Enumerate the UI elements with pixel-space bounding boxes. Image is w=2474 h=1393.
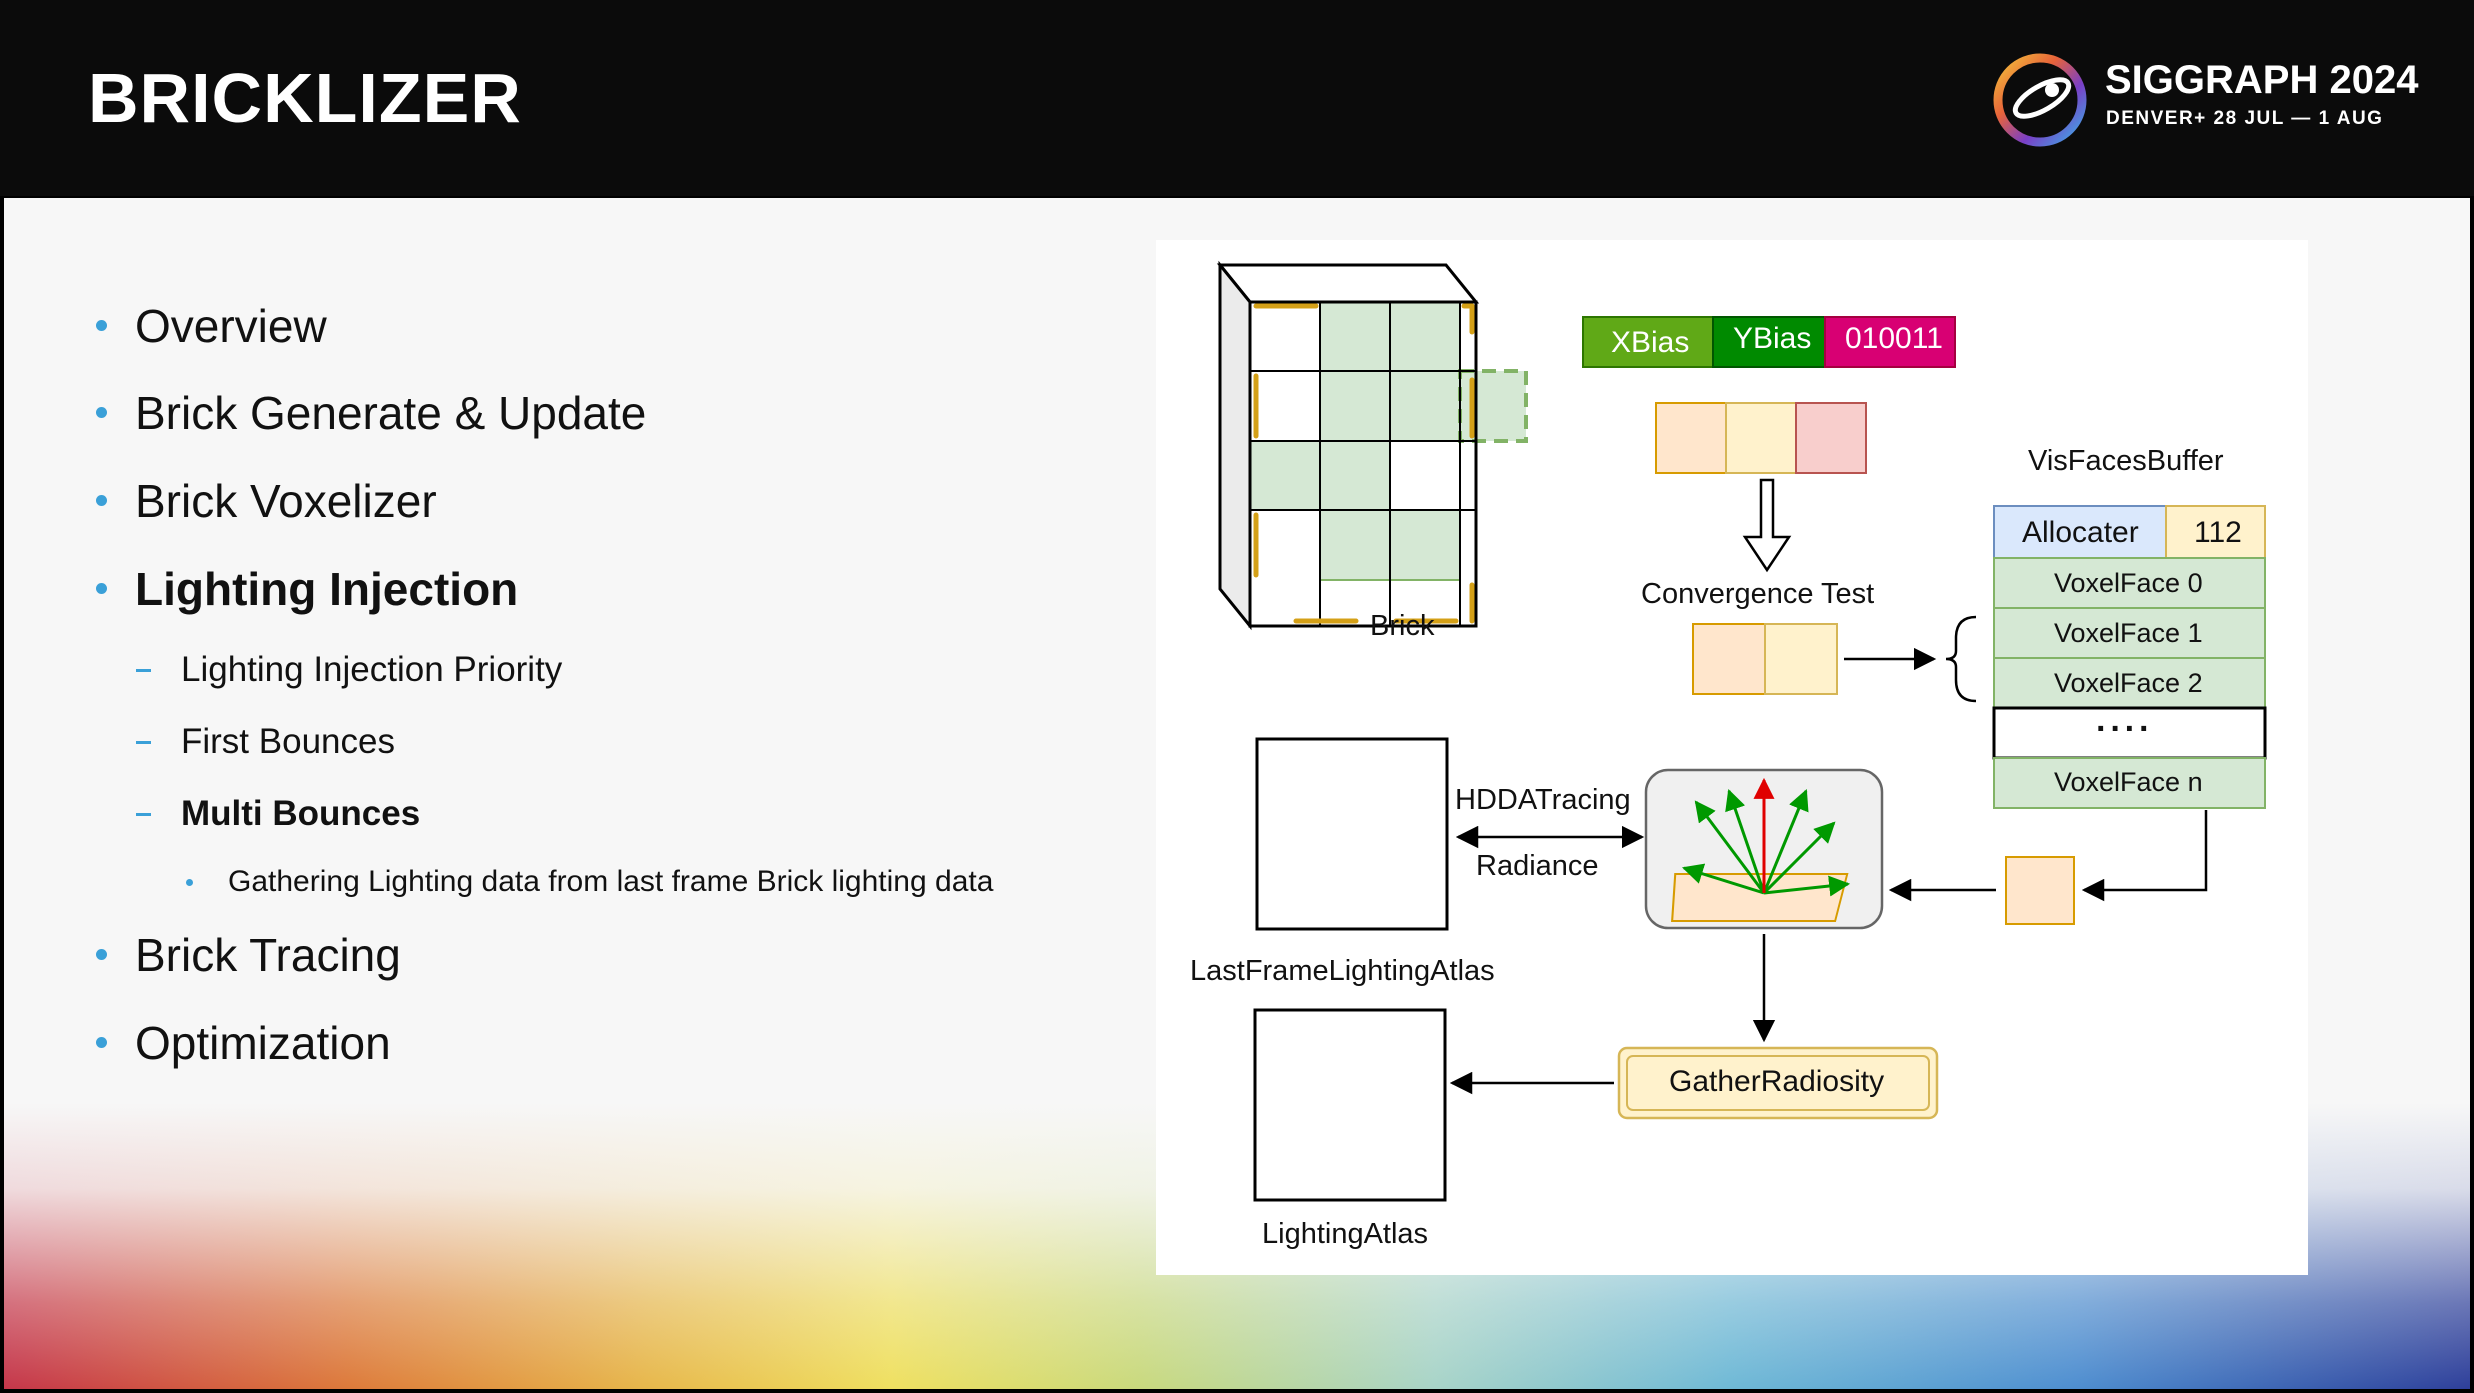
bullet-dot [96, 949, 107, 960]
bits-label: 010011 [1845, 322, 1943, 355]
bullet-optimization: Optimization [135, 1017, 391, 1069]
slide-body: Overview Brick Generate & Update Brick V… [4, 198, 2470, 1389]
sub-bullet-injection-priority: Lighting Injection Priority [181, 650, 563, 689]
vis-faces-buffer [1992, 505, 2267, 809]
voxel-face-n-label: VoxelFace n [2054, 767, 2203, 797]
siggraph-logo-icon [1993, 53, 2087, 147]
bullet-dot [96, 583, 107, 594]
bullet-dot [96, 1037, 107, 1048]
voxel-face-2-label: VoxelFace 2 [2054, 668, 2203, 698]
convergence-output-boxes [1692, 623, 1838, 695]
xbias-label: XBias [1611, 326, 1690, 359]
vis-faces-buffer-label: VisFacesBuffer [2028, 445, 2224, 477]
brick-cube [1216, 260, 1528, 631]
sub-sub-bullet-gathering: Gathering Lighting data from last frame … [228, 865, 994, 898]
ellipsis-label: ···· [2096, 710, 2154, 748]
last-frame-atlas-label: LastFrameLightingAtlas [1190, 955, 1495, 987]
voxel-face-1-label: VoxelFace 1 [2054, 618, 2203, 648]
sub-bullet-dash [136, 669, 151, 672]
lighting-atlas-label: LightingAtlas [1262, 1218, 1429, 1250]
gather-radiosity-label: GatherRadiosity [1669, 1065, 1885, 1098]
slide-title: BRICKLIZER [88, 59, 522, 137]
convergence-test-label: Convergence Test [1641, 578, 1875, 610]
bullet-overview: Overview [135, 300, 327, 352]
voxel-face-box [2005, 856, 2075, 925]
voxel-face-0-label: VoxelFace 0 [2054, 568, 2203, 598]
bullet-brick-generate: Brick Generate & Update [135, 387, 647, 439]
sub-sub-bullet-dot [186, 879, 193, 886]
bullet-dot [96, 320, 107, 331]
convergence-input-boxes [1655, 402, 1867, 474]
diagram-shapes [1216, 260, 2267, 1202]
sub-bullet-dash [136, 813, 151, 816]
bias-bar [1582, 316, 1956, 368]
radiance-label: Radiance [1476, 850, 1599, 882]
bullet-dot [96, 495, 107, 506]
siggraph-logo-date: DENVER+ 28 JUL — 1 AUG [2106, 108, 2384, 129]
lighting-injection-diagram: Brick XBias YBias 010011 Convergence Tes… [1156, 240, 2308, 1275]
siggraph-logo-name: SIGGRAPH 2024 [2105, 58, 2419, 102]
hdda-tracing-label: HDDATracing [1455, 784, 1631, 816]
brace [1945, 615, 1977, 703]
brick-label: Brick [1370, 610, 1435, 642]
allocater-label: Allocater [2022, 516, 2139, 549]
hemisphere-tracing-node [1644, 768, 1884, 930]
bullet-brick-voxelizer: Brick Voxelizer [135, 475, 437, 527]
sub-bullet-dash [136, 741, 151, 744]
bullet-lighting-injection: Lighting Injection [135, 563, 519, 615]
sub-bullet-first-bounces: First Bounces [181, 722, 395, 761]
allocater-value: 112 [2194, 516, 2242, 549]
sub-bullet-multi-bounces: Multi Bounces [181, 794, 421, 833]
slide-header: BRICKLIZER SIGGRAPH 2024 DENVER+ 28 JUL … [0, 0, 2474, 196]
arrow-buffer-to-face [2081, 810, 2208, 902]
lighting-atlas-box [1253, 1008, 1447, 1202]
down-hollow-arrow [1742, 478, 1792, 573]
bullet-dot [96, 407, 107, 418]
bullet-brick-tracing: Brick Tracing [135, 929, 401, 981]
gather-radiosity-box [1617, 1046, 1939, 1120]
last-frame-atlas-box [1255, 737, 1449, 931]
ybias-label: YBias [1733, 322, 1812, 355]
